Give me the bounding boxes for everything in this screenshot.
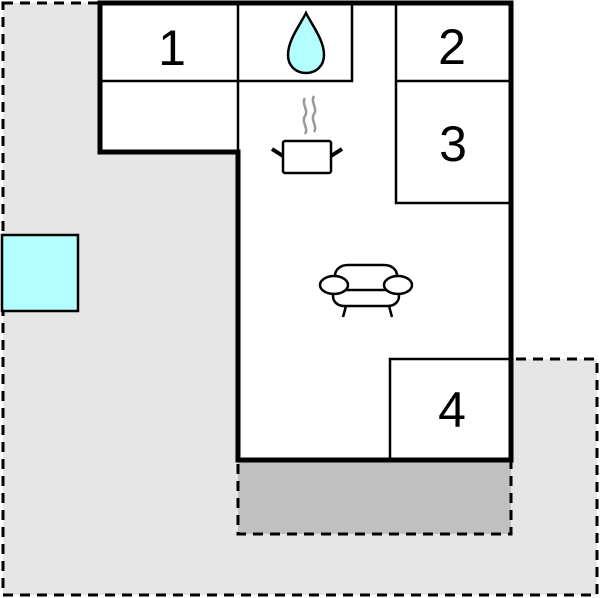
room-4-label: 4 [438,382,466,438]
room-1-label: 1 [158,20,186,76]
room-4: 4 [388,357,511,460]
covered-terrace [236,458,513,536]
pool-icon [0,233,80,313]
cooking-pot-icon [270,95,344,175]
house-outline [97,0,514,463]
water-drop-icon [286,10,326,75]
sofa-icon [318,263,414,318]
room-1: 1 [100,3,240,152]
room-3-label: 3 [439,116,467,172]
bathroom [238,3,354,83]
room-2-label: 2 [438,19,466,75]
room-3: 3 [394,81,511,205]
